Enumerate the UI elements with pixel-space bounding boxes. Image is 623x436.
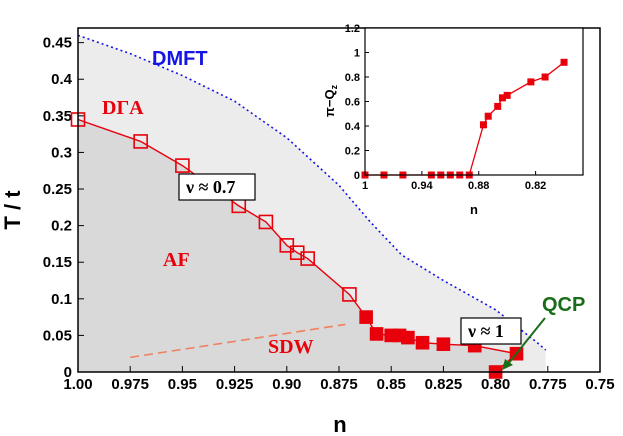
dga-filled-point: [369, 327, 384, 341]
inset-y-tick-label: 0.2: [345, 146, 360, 158]
dga-open-point: [300, 251, 315, 266]
inset-data-point: [479, 121, 487, 129]
main-y-tick-label: 0.1: [51, 291, 72, 308]
dga-filled-point: [359, 310, 373, 324]
main-x-tick-label: 0.975: [111, 376, 149, 393]
main-y-tick-label: 0.05: [43, 327, 72, 344]
inset-x-tick-label: 1: [362, 180, 368, 192]
main-x-tick-label: 0.775: [529, 376, 567, 393]
main-y-tick-label: 0.2: [51, 218, 72, 235]
main-x-tick-label: 0.875: [320, 376, 358, 393]
inset-y-tick-label: 1.2: [345, 23, 360, 35]
main-y-tick-label: 0.15: [43, 254, 72, 271]
inset-y-axis-label-main: π−Q: [322, 89, 337, 117]
inset-x-tick-label: 0.94: [411, 180, 433, 192]
main-x-tick-label: 0.825: [425, 376, 463, 393]
inset-data-point: [527, 78, 535, 86]
inset-y-axis-label-sub: z: [329, 84, 339, 89]
dmft-label: DMFT: [152, 48, 208, 70]
sdw-label: SDW: [268, 336, 314, 358]
sdw-dashed-line: [130, 323, 346, 359]
main-x-tick-label: 0.925: [216, 376, 254, 393]
main-y-tick-label: 0.4: [51, 71, 73, 88]
inset-axis-ticks: 1 0.94 0.88 0.82 0 0.2 0.4 0.6 0.8 1 1.2: [345, 23, 547, 192]
main-x-tick-label: 0.95: [168, 376, 197, 393]
nu-0.7-label: ν ≈ 0.7: [185, 177, 235, 197]
af-label: AF: [163, 249, 190, 271]
nu-1-label: ν ≈ 1: [467, 321, 504, 341]
main-y-tick-label: 0: [64, 364, 72, 381]
main-x-tick-label: 1.00: [63, 376, 92, 393]
nu-0.7-box: ν ≈ 0.7: [178, 173, 256, 201]
main-x-tick-label: 0.90: [272, 376, 301, 393]
inset-data-point: [503, 91, 511, 99]
inset-y-tick-label: 1: [354, 48, 360, 60]
inset-y-tick-label: 0.8: [345, 72, 360, 84]
nu-1-box: ν ≈ 1: [460, 317, 522, 345]
main-y-tick-label: 0.35: [43, 108, 72, 125]
main-x-axis-label: n: [333, 412, 346, 436]
inset-x-tick-label: 0.88: [468, 180, 489, 192]
main-x-tick-label: 0.85: [377, 376, 406, 393]
inset-y-tick-label: 0: [354, 170, 360, 182]
main-y-tick-label: 0.3: [51, 144, 72, 161]
main-series-layer: [70, 34, 547, 379]
main-plot-frame: [77, 27, 601, 373]
qcp-arrow: [502, 317, 546, 370]
inset-x-axis-label: n: [470, 202, 478, 217]
dga-filled-point: [415, 335, 430, 350]
dga-open-point: [279, 238, 295, 253]
inset-plot: 1 0.94 0.88 0.82 0 0.2 0.4 0.6 0.8 1 1.2: [345, 23, 584, 192]
inset-x-tick-label: 0.82: [525, 180, 546, 192]
main-x-tick-label: 0.75: [585, 376, 614, 393]
dga-open-point: [175, 158, 190, 173]
main-y-tick-label: 0.25: [43, 181, 72, 198]
main-x-tick-label: 0.80: [481, 376, 510, 393]
dga-open-point: [133, 134, 148, 149]
inset-y-axis-label: π−Qz: [322, 84, 339, 117]
main-y-tick-label: 0.45: [43, 35, 72, 52]
dga-open-point: [342, 287, 357, 302]
inset-data-point: [494, 102, 502, 110]
inset-data-point: [484, 112, 492, 120]
dmft-series-line: [77, 34, 547, 351]
inset-y-tick-label: 0.4: [345, 121, 361, 133]
inset-data-point: [541, 73, 549, 81]
dga-label: DΓA: [102, 97, 144, 119]
main-y-axis-label: T / t: [0, 190, 25, 230]
dga-open-point: [258, 214, 274, 230]
inset-data-point: [560, 58, 568, 66]
qcp-label: QCP: [542, 294, 585, 316]
dga-filled-point: [401, 330, 415, 345]
dga-filled-point: [436, 337, 451, 351]
inset-y-tick-label: 0.6: [345, 97, 360, 109]
